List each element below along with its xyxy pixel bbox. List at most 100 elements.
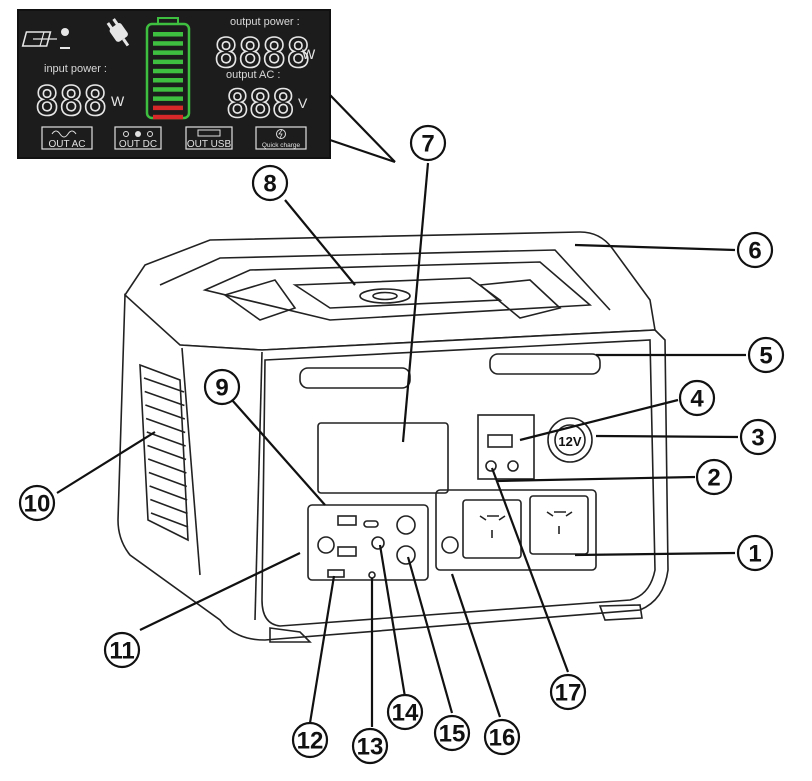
- leader-12: [308, 575, 336, 724]
- callout-16: 16: [483, 718, 521, 756]
- svg-text:OUT USB: OUT USB: [187, 139, 232, 150]
- solar-panel-icon: [21, 28, 70, 49]
- callout-number: 15: [439, 721, 466, 748]
- output-ac-label: output AC :: [226, 69, 280, 81]
- leader-4: [519, 398, 679, 442]
- leader-lines: [56, 162, 746, 727]
- callout-circle: [103, 631, 141, 669]
- callout-circle: [695, 458, 733, 496]
- quick-charge-icon: [276, 129, 286, 139]
- dc-center-icon: [135, 131, 141, 137]
- front-grip-right: [489, 353, 601, 375]
- callout-number: 12: [297, 728, 324, 755]
- leader-11: [139, 552, 301, 631]
- battery-bar-red: [153, 114, 183, 120]
- callout-number: 13: [357, 734, 384, 761]
- vent-slat: [148, 471, 188, 488]
- aux-port-1: [396, 515, 416, 535]
- callout-1: 1: [736, 534, 774, 572]
- callout-11: 11: [103, 631, 141, 669]
- leader-8: [284, 199, 356, 286]
- callout-number: 2: [707, 465, 720, 492]
- callout-number: 8: [263, 171, 276, 198]
- callout-circle: [433, 714, 471, 752]
- power-station-body: 12V: [117, 231, 669, 643]
- battery-bar-red: [153, 105, 183, 111]
- wireless-charging-pad: [292, 277, 503, 309]
- callout-8: 8: [251, 164, 289, 202]
- lcd-display-panel: input power : 888 W output power : 8888 …: [17, 9, 331, 159]
- top-panel: [202, 261, 593, 321]
- dc-switch: [487, 434, 513, 448]
- vent-slat: [149, 485, 188, 501]
- usb-port-icon: [197, 129, 221, 137]
- side-edge: [181, 347, 201, 576]
- callout-circle: [678, 379, 716, 417]
- callout-circle: [251, 164, 289, 202]
- callout-17: 17: [549, 673, 587, 711]
- callout-9: 9: [203, 368, 241, 406]
- callout-2: 2: [695, 458, 733, 496]
- callout-6: 6: [736, 231, 774, 269]
- leader-16: [450, 573, 502, 718]
- callout-circle: [739, 418, 777, 456]
- dc-plus-icon: [147, 131, 153, 137]
- dc-panel-frame: [477, 414, 535, 480]
- vent-slat: [150, 498, 188, 515]
- usb-port-3: [327, 569, 345, 578]
- dc-module: [477, 414, 535, 480]
- ac-power-button: [441, 536, 459, 554]
- output-power-unit: W: [302, 46, 316, 62]
- ac-outlet-panel: [435, 489, 597, 571]
- callout-circle: [747, 336, 785, 374]
- callout-number: 7: [421, 131, 434, 158]
- leader-7: [401, 162, 430, 443]
- vent-slat: [144, 390, 185, 407]
- svg-text:OUT AC: OUT AC: [48, 139, 85, 150]
- car-socket-12v: 12V: [547, 417, 593, 463]
- callout-circle: [549, 673, 587, 711]
- svg-text:OUT DC: OUT DC: [119, 139, 157, 150]
- front-left-edge: [254, 351, 263, 621]
- output-ac-unit: V: [298, 95, 308, 111]
- power-button-left: [317, 536, 335, 554]
- leader-9: [231, 399, 326, 506]
- callout-circle: [736, 534, 774, 572]
- front-face: [261, 339, 656, 627]
- callout-number: 16: [489, 725, 516, 752]
- callout-3: 3: [739, 418, 777, 456]
- output-ac-digits: 888: [226, 82, 295, 126]
- usb-c-port: [363, 520, 379, 528]
- leader-3: [595, 434, 739, 439]
- foot-left: [269, 627, 312, 643]
- callout-4: 4: [678, 379, 716, 417]
- leader-17: [490, 467, 570, 673]
- dc-port-left: [485, 460, 497, 472]
- mode-out-usb: OUT USB: [185, 126, 233, 150]
- callout-number: 17: [555, 680, 582, 707]
- battery-bar-green: [153, 32, 183, 37]
- callout-number: 9: [215, 375, 228, 402]
- output-power-digits: 8888: [214, 31, 310, 77]
- battery-gauge: [145, 17, 191, 120]
- leader-10: [56, 431, 156, 494]
- callout-number: 10: [24, 491, 51, 518]
- zoom-line-top: [329, 94, 396, 163]
- callout-circle: [18, 484, 56, 522]
- usb-port-2: [337, 546, 357, 557]
- vent-slat: [147, 458, 187, 474]
- dc-minus-icon: [123, 131, 129, 137]
- vent-slat: [145, 404, 186, 420]
- callout-number: 14: [392, 700, 419, 727]
- callout-number: 3: [751, 425, 764, 452]
- dc-input-port: [371, 536, 385, 550]
- callout-12: 12: [291, 721, 329, 759]
- leader-6: [574, 243, 736, 252]
- callout-circle: [291, 721, 329, 759]
- lid-inner-rim: [159, 249, 611, 311]
- leader-14: [378, 544, 407, 698]
- callout-circle: [736, 231, 774, 269]
- aux-port-2: [396, 545, 416, 565]
- callout-circle: [483, 718, 521, 756]
